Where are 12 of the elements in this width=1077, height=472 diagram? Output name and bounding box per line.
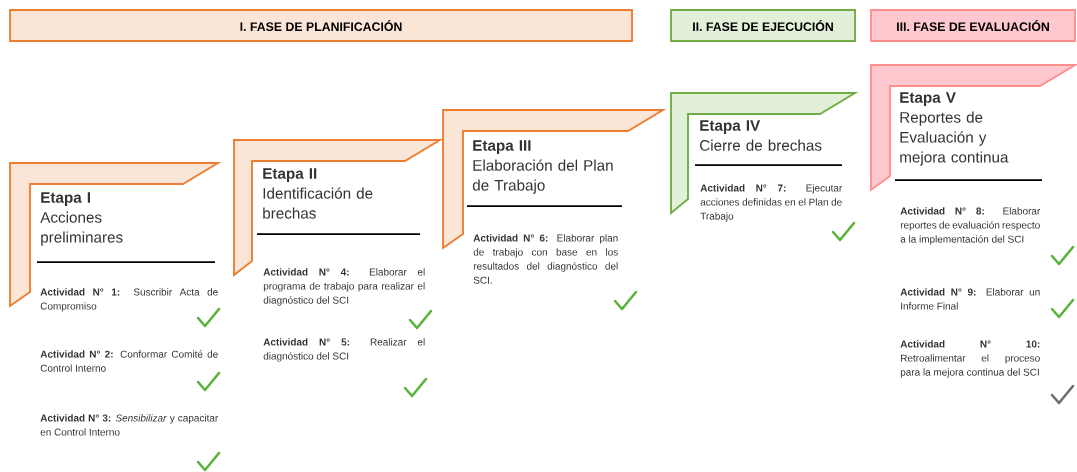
activity-text: Actividad N° 6: Elaborar plan de trabajo con base en los resultados del diagnóstico del SCI. bbox=[473, 234, 618, 284]
activity-text: Actividad N° 2: Conformar Comité de Control Interno bbox=[40, 350, 218, 372]
activity-text: Actividad N° 8: Elaborar reportes de evaluación respecto a la implementación del SCI bbox=[900, 207, 1041, 245]
phase-banner: III. FASE DE EVALUACIÓN bbox=[870, 9, 1076, 42]
activity-text: Actividad N° 10: Retroalimentar el proceso para la mejora continua del SCI bbox=[900, 340, 1040, 378]
phase-banner: I. FASE DE PLANIFICACIÓN bbox=[9, 9, 633, 42]
activity-text: Actividad N° 7: Ejecutar acciones definidas en el Plan de Trabajo bbox=[700, 184, 843, 222]
phase-banner: II. FASE DE EJECUCIÓN bbox=[670, 9, 856, 42]
activity-text: Actividad N° 5: Realizar el diagnóstico del SCI bbox=[263, 338, 425, 362]
activity-text: Actividad N° 3: Sensibilizar y capacitar en Control Interno bbox=[40, 414, 219, 436]
activity-text: Actividad N° 9: Elaborar un Informe Final bbox=[900, 288, 1040, 310]
activity-text: Actividad N° 4: Elaborar el programa de trabajo para realizar el diagnóstico del SCI bbox=[263, 268, 425, 306]
